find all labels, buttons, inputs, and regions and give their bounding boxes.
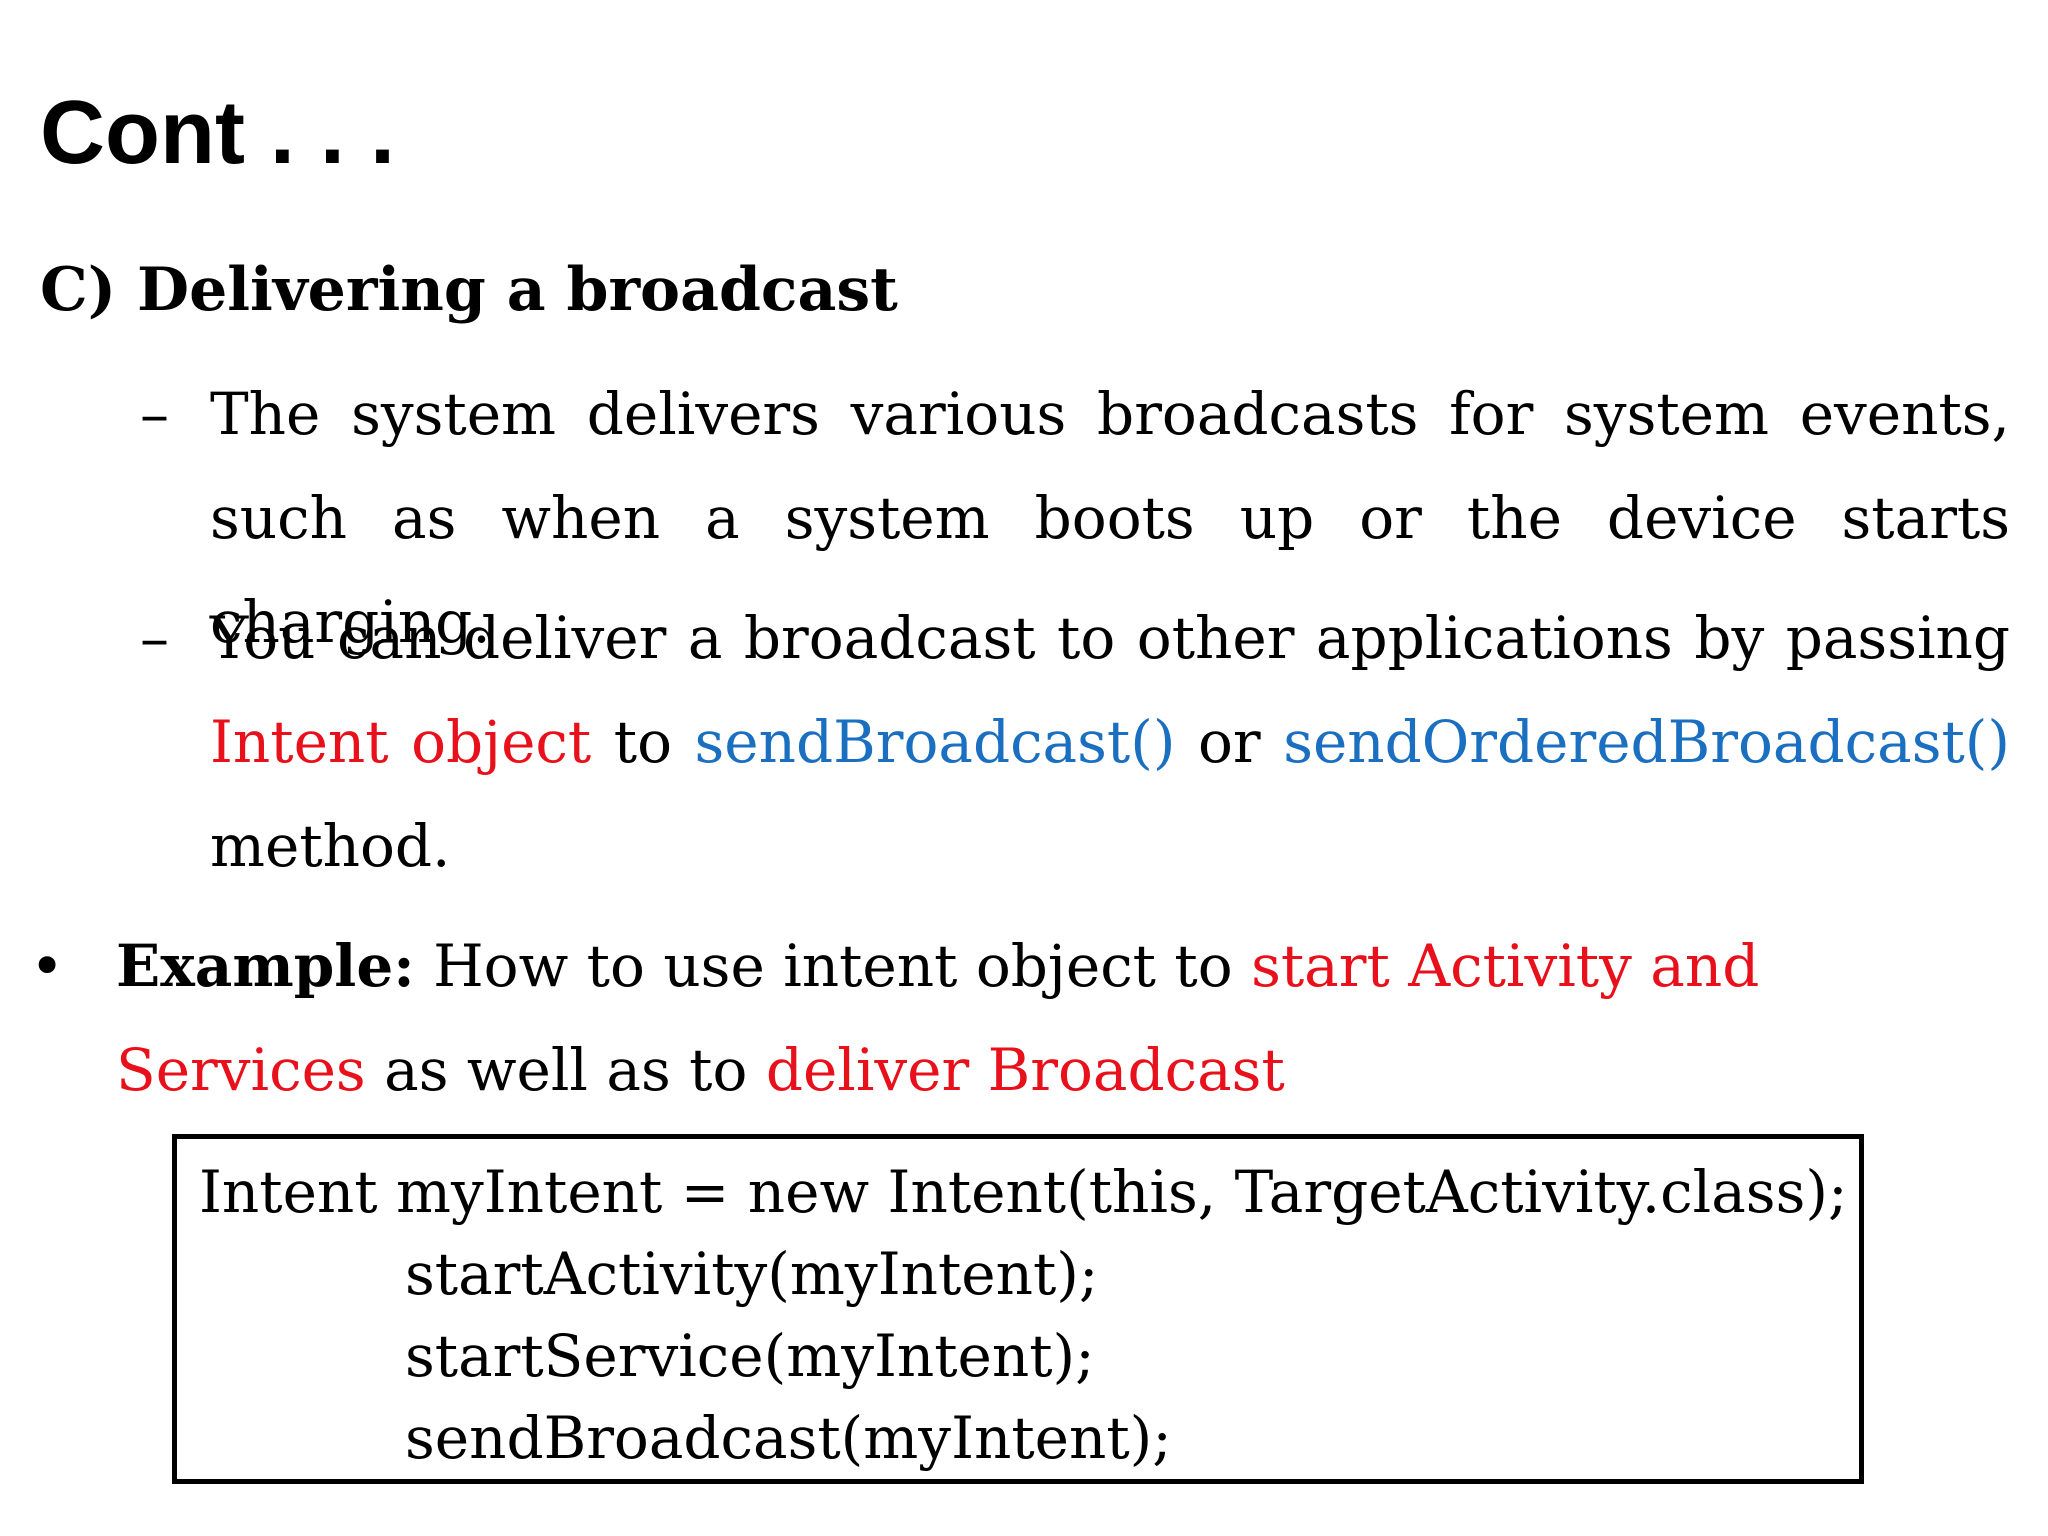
slide-title: Cont . . . <box>40 83 395 183</box>
dash-point-1-text: The system delivers various broadcasts f… <box>210 380 2010 656</box>
dash-point-2: – You can deliver a broadcast to other a… <box>140 586 2010 898</box>
dash-marker: – <box>140 604 169 672</box>
start-activity-services-highlight: start Activity and Services <box>116 932 1760 1104</box>
example-lead: How to use intent object to <box>433 932 1233 1000</box>
example-middle: as well as to <box>384 1036 748 1104</box>
code-line-start-service: startService(myIntent); <box>405 1322 1095 1390</box>
code-line-send-broadcast: sendBroadcast(myIntent); <box>405 1404 1172 1472</box>
dash-point-2-text: You can deliver a broadcast to other app… <box>210 586 2010 898</box>
point-2-or: or <box>1198 708 1261 776</box>
code-line-intent: Intent myIntent = new Intent(this, Targe… <box>199 1158 1848 1226</box>
section-heading: C) Delivering a broadcast <box>40 255 898 325</box>
point-2-tail: method. <box>210 812 451 880</box>
point-2-to: to <box>613 708 672 776</box>
example-text: Example: How to use intent object to sta… <box>116 914 2010 1122</box>
code-line-start-activity: startActivity(myIntent); <box>405 1240 1099 1308</box>
deliver-broadcast-highlight: deliver Broadcast <box>765 1036 1285 1104</box>
example-label: Example: <box>116 932 415 1000</box>
send-ordered-broadcast-method: sendOrderedBroadcast() <box>1283 708 2011 776</box>
dash-marker: – <box>140 380 169 448</box>
example-bullet: • Example: How to use intent object to s… <box>30 914 2010 1122</box>
intent-object-highlight: Intent object <box>210 708 592 776</box>
dash-point-1: – The system delivers various broadcasts… <box>140 362 2010 656</box>
send-broadcast-method: sendBroadcast() <box>694 708 1176 776</box>
code-box: Intent myIntent = new Intent(this, Targe… <box>172 1134 1864 1484</box>
point-2-lead: You can deliver a broadcast to other app… <box>210 604 2010 672</box>
bullet-marker: • <box>30 932 65 1000</box>
